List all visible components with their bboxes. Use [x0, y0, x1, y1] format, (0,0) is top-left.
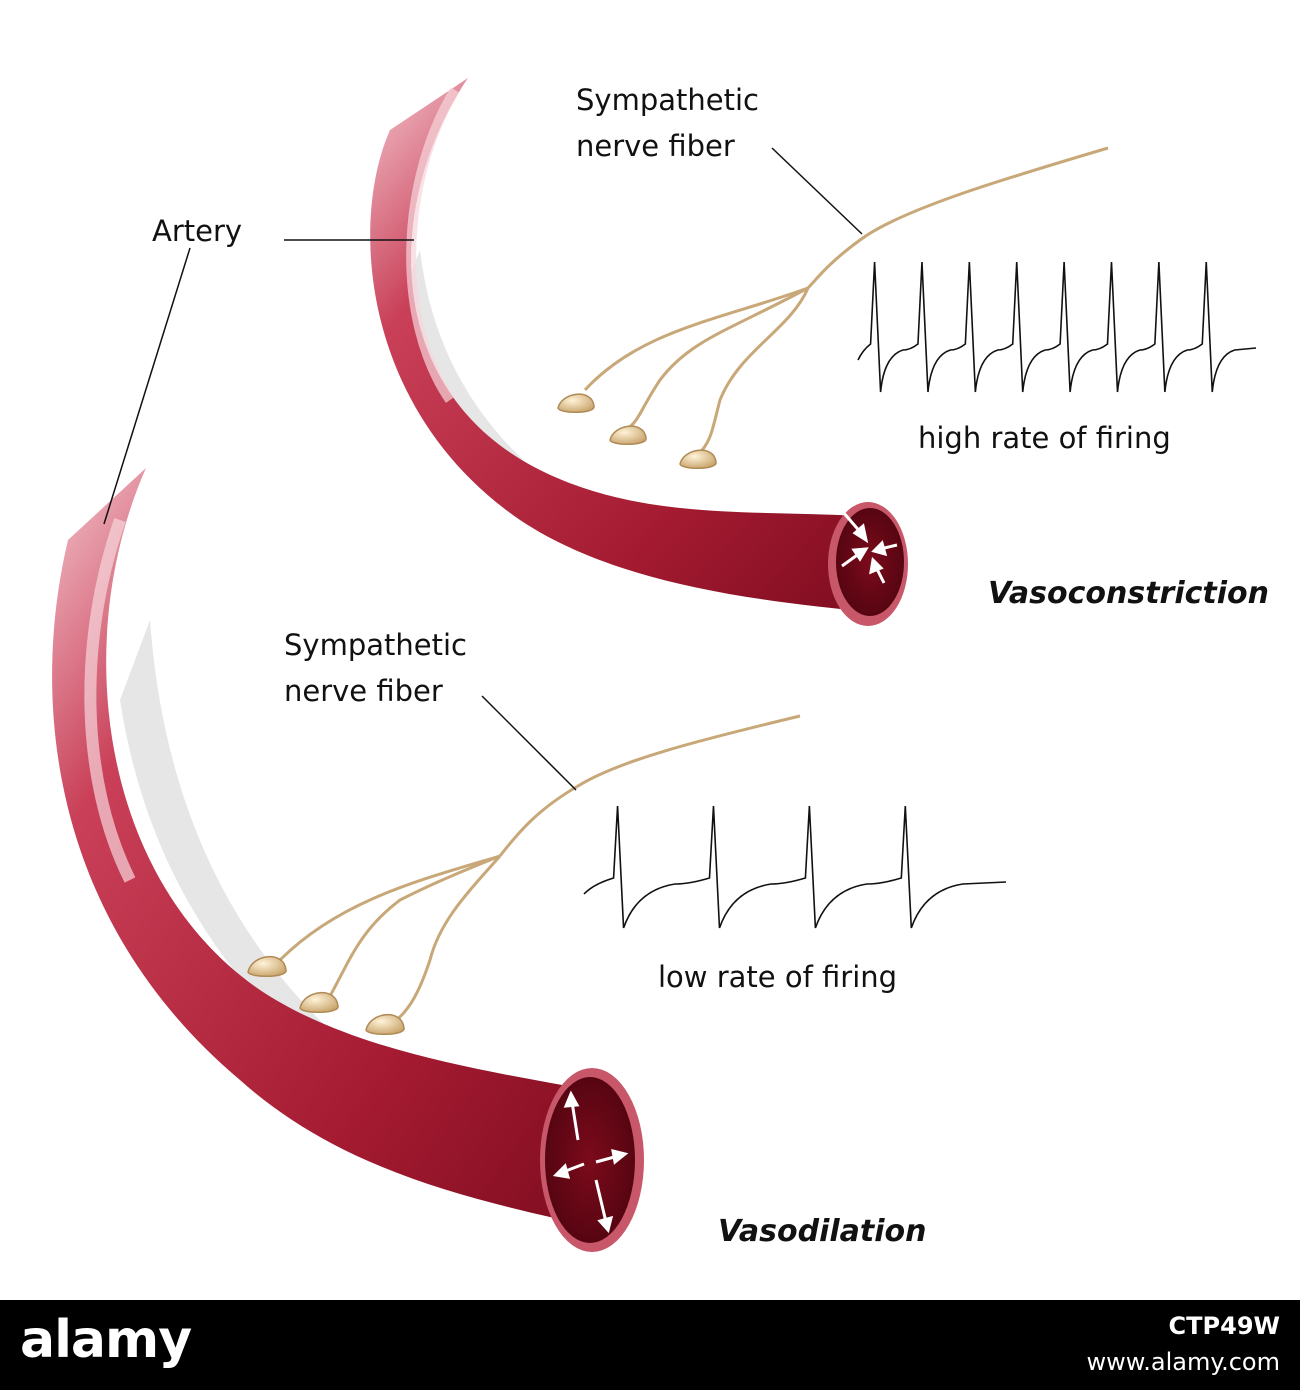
bottom-nerve-label-line1: Sympathetic [284, 628, 467, 662]
dilated-artery [52, 468, 644, 1252]
top-artery-body [370, 78, 872, 612]
bottom-artery-body [52, 468, 600, 1228]
top-nerve-label-line1: Sympathetic [576, 83, 759, 117]
constricted-artery [370, 78, 908, 626]
vasodilation-title: Vasodilation [718, 1214, 927, 1249]
low-rate-label: low rate of firing [658, 960, 898, 994]
vasoconstriction-title: Vasoconstriction [988, 576, 1270, 611]
site-url: www.alamy.com [1086, 1348, 1280, 1376]
artery-label: Artery [152, 214, 243, 248]
alamy-logo: alamy [20, 1310, 192, 1370]
bottom-nerve-fiber [278, 714, 801, 1024]
bottom-artery-highlight [84, 518, 136, 883]
outward-arrows-icon [552, 1090, 629, 1234]
artery-pointer-bottom [103, 247, 191, 525]
inward-arrows-icon [841, 511, 898, 584]
bottom-nerve-label-line2: nerve fiber [284, 674, 443, 708]
image-id: CTP49W [1168, 1312, 1280, 1340]
bottom-nerve-label: Sympathetic nerve fiber [284, 622, 467, 714]
top-nerve-fiber [583, 146, 1109, 457]
top-nerve-pointer [771, 147, 863, 235]
low-firing-waveform [583, 805, 1007, 929]
vasoconstriction-vasodilation-diagram [52, 78, 1257, 1252]
top-artery-lumen [836, 508, 904, 616]
top-nerve-label-line2: nerve fiber [576, 129, 735, 163]
high-rate-label: high rate of firing [918, 421, 1171, 455]
bottom-nerve-pointer [481, 695, 577, 791]
top-nerve-label: Sympathetic nerve fiber [576, 77, 759, 169]
high-firing-waveform [857, 261, 1257, 393]
top-nerve-endings [557, 393, 717, 469]
bottom-nerve-endings [247, 955, 405, 1035]
watermark-footer: alamy CTP49W www.alamy.com [0, 1300, 1300, 1390]
bottom-artery-lumen [545, 1077, 635, 1243]
top-artery-highlight [406, 87, 460, 403]
